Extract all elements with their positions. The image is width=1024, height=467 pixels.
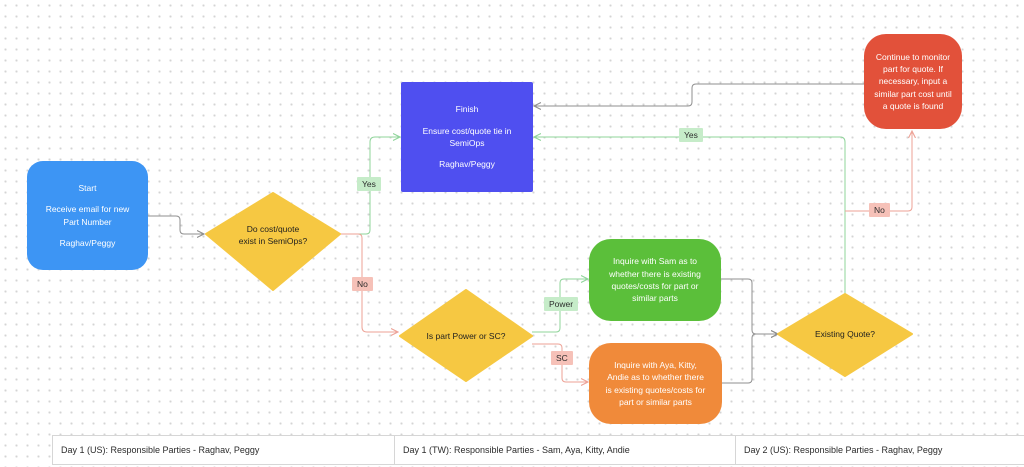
responsibility-footer: Day 1 (US): Responsible Parties - Raghav… [52, 435, 1024, 465]
edge-label-quote-yes: Yes [679, 128, 703, 142]
footer-day2-us: Day 2 (US): Responsible Parties - Raghav… [735, 436, 1024, 464]
finish-node-owner: Raghav/Peggy [439, 159, 495, 170]
start-node[interactable]: Start Receive email for new Part Number … [27, 161, 148, 270]
edge-label-quote-no: No [869, 203, 890, 217]
edge-label-type-sc: SC [551, 351, 573, 365]
inquire-aya-node[interactable]: Inquire with Aya, Kitty, Andie as to whe… [589, 343, 722, 424]
start-node-body: Receive email for new Part Number [45, 204, 130, 227]
start-node-owner: Raghav/Peggy [59, 237, 116, 248]
footer-day1-tw: Day 1 (TW): Responsible Parties - Sam, A… [394, 436, 735, 464]
edge-monitor-to-finish [534, 83, 864, 106]
decision-semiops-shape[interactable] [205, 192, 341, 291]
edge-label-type-power: Power [544, 297, 579, 311]
inquire-sam-node[interactable]: Inquire with Sam as to whether there is … [589, 239, 721, 321]
edge-quote-no-to-monitor [845, 131, 912, 212]
decision-quote-label: Existing Quote? [814, 328, 875, 339]
edge-quote-yes-to-finish [534, 137, 846, 294]
decision-semiops-label: Do cost/quote exist in SemiOps? [238, 223, 308, 246]
finish-node-title: Finish [455, 104, 479, 115]
edge-inquire-sam-to-existing-quote [720, 278, 778, 334]
footer-day1-us: Day 1 (US): Responsible Parties - Raghav… [52, 436, 394, 464]
monitor-node[interactable]: Continue to monitor part for quote. If n… [864, 34, 962, 129]
finish-node-body: Ensure cost/quote tie in SemiOps [422, 125, 512, 148]
decision-quote-shape[interactable] [777, 293, 913, 377]
monitor-node-text: Continue to monitor part for quote. If n… [874, 51, 952, 111]
edge-label-semiops-no: No [352, 277, 373, 291]
edge-label-semiops-yes: Yes [357, 177, 381, 191]
decision-type-shape[interactable] [399, 289, 533, 382]
start-node-title: Start [78, 182, 97, 193]
finish-node[interactable]: Finish Ensure cost/quote tie in SemiOps … [401, 82, 533, 192]
edge-start-to-semiops-decision [148, 215, 204, 234]
inquire-aya-node-text: Inquire with Aya, Kitty, Andie as to whe… [605, 359, 706, 407]
decision-type-label: Is part Power or SC? [426, 330, 506, 341]
edge-inquire-aya-to-existing-quote [722, 334, 778, 384]
inquire-sam-node-text: Inquire with Sam as to whether there is … [609, 256, 701, 304]
